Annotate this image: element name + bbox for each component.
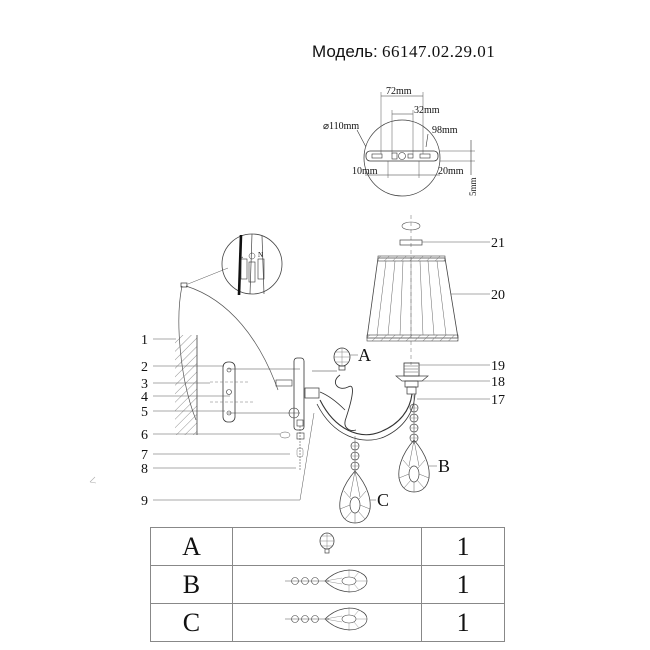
dim-diameter: ⌀110mm — [323, 121, 359, 132]
crystal-finial-icon — [319, 532, 335, 554]
arm-assembly — [312, 347, 490, 524]
parts-table: A 1 B 1 C — [150, 527, 505, 642]
callout-6: 6 — [141, 428, 148, 443]
dim-72mm: 72mm — [386, 86, 412, 97]
dim-5mm: 5mm — [468, 177, 478, 196]
stray-mark — [89, 476, 97, 484]
mount-plate-drawing: 72mm 32mm ⌀110mm 98mm 10mm 20mm 5mm — [323, 86, 478, 197]
crystal-drop-pendant-icon — [285, 569, 368, 593]
callout-3: 3 — [141, 377, 148, 392]
part-qty: 1 — [421, 565, 505, 604]
part-icon-cell — [231, 603, 423, 642]
callout-18: 18 — [491, 375, 505, 390]
dim-10mm: 10mm — [352, 166, 378, 177]
callout-1: 1 — [141, 333, 148, 348]
callout-b: B — [438, 456, 450, 476]
part-qty: 1 — [421, 527, 505, 566]
model-label: Модель: — [312, 42, 378, 61]
part-code: B — [150, 565, 233, 604]
callout-4: 4 — [141, 390, 148, 405]
terminal-n-label: N — [258, 251, 263, 259]
crystal-drop-pendant-icon — [285, 607, 368, 631]
dim-32mm: 32mm — [414, 105, 440, 116]
model-number: 66147.02.29.01 — [382, 42, 496, 61]
callout-20: 20 — [491, 288, 505, 303]
callout-19: 19 — [491, 359, 505, 374]
part-qty: 1 — [421, 603, 505, 642]
callout-17: 17 — [491, 393, 505, 408]
dim-20mm: 20mm — [438, 166, 464, 177]
table-row: A 1 — [150, 527, 505, 566]
terminal-l-label: L — [239, 252, 243, 260]
table-row: B 1 — [150, 565, 505, 604]
callout-5: 5 — [141, 405, 148, 420]
dim-98mm: 98mm — [432, 125, 458, 136]
callout-8: 8 — [141, 462, 148, 477]
table-row: C 1 — [150, 603, 505, 642]
part-icon-cell — [231, 565, 423, 604]
lampshade-drawing — [366, 215, 490, 365]
model-heading: Модель: 66147.02.29.01 — [312, 42, 495, 62]
callout-c: C — [377, 490, 389, 510]
part-code: C — [150, 603, 233, 642]
callout-2: 2 — [141, 360, 148, 375]
callout-a: A — [358, 345, 371, 365]
callout-9: 9 — [141, 494, 148, 509]
callout-leaders-left — [153, 338, 300, 501]
part-icon-cell — [231, 527, 423, 566]
callout-21: 21 — [491, 236, 505, 251]
wall-mount-drawing: L N — [175, 233, 320, 501]
part-code: A — [150, 527, 233, 566]
callout-7: 7 — [141, 448, 148, 463]
